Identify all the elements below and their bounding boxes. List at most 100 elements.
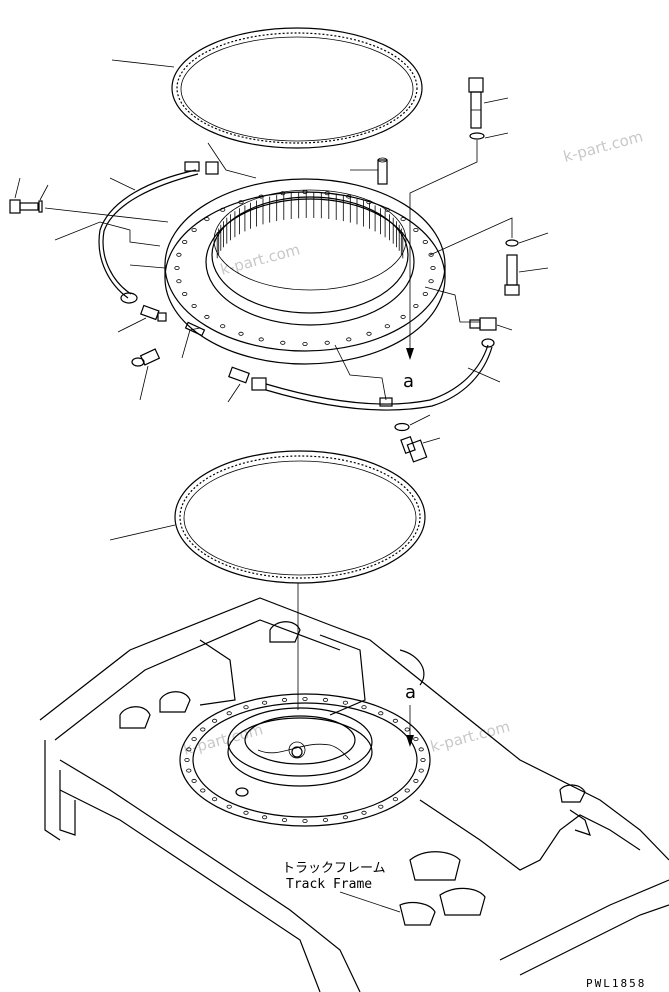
frame-bolt-hole xyxy=(418,768,424,773)
small-bolt xyxy=(9,199,43,214)
track-frame-label-jp: トラックフレーム xyxy=(282,861,386,876)
leader-line xyxy=(422,437,441,444)
bolt-hole xyxy=(280,340,286,345)
frame-bolt-hole xyxy=(184,758,190,763)
frame-bolt-hole xyxy=(322,697,329,702)
bolt-hole xyxy=(174,265,180,270)
bolt-hole xyxy=(366,200,372,205)
bolt-hole xyxy=(384,324,390,329)
frame-bearing-mount xyxy=(179,693,431,827)
long-bolt xyxy=(468,77,484,129)
bolt-hole xyxy=(220,207,226,212)
bolt-hole xyxy=(422,239,428,244)
leader-line xyxy=(409,414,431,426)
track-frame xyxy=(39,597,669,992)
bolt-hole xyxy=(384,207,390,212)
leader-line xyxy=(111,59,175,68)
leader-line xyxy=(484,132,509,139)
frame-bolt-hole xyxy=(200,727,206,732)
bolt-hole xyxy=(422,291,428,296)
bolt-hole xyxy=(346,337,352,342)
bolt-hole xyxy=(346,194,352,199)
leader-line xyxy=(227,383,241,403)
frame-bolt-hole xyxy=(261,700,268,705)
bolt-hole xyxy=(238,331,244,336)
bolt-right xyxy=(504,254,520,296)
bolt-hole xyxy=(302,341,308,346)
bolt-hole xyxy=(324,191,330,196)
bolt-hole xyxy=(413,227,419,232)
arrow-head xyxy=(406,735,414,747)
leader-line xyxy=(339,891,401,913)
leader-line xyxy=(207,142,257,179)
frame-bolt-hole xyxy=(392,718,398,723)
frame-bolt-hole xyxy=(302,819,308,824)
leader-line xyxy=(424,286,480,323)
hose-fitting xyxy=(120,161,219,304)
grease-hose-lower-edge xyxy=(265,346,493,411)
leader-line xyxy=(518,232,549,244)
bolt-hole xyxy=(400,314,406,319)
leader-line xyxy=(109,177,136,191)
washer-lower xyxy=(394,422,410,432)
hose-end xyxy=(481,338,495,348)
leader-line xyxy=(39,184,49,201)
leader-line xyxy=(496,324,513,331)
leader-line xyxy=(518,267,549,273)
leader-line xyxy=(109,524,176,541)
bolt-holes xyxy=(174,189,436,346)
grease-fitting-2 xyxy=(131,348,161,367)
leader-line xyxy=(139,365,149,401)
frame-bolt-hole xyxy=(226,804,232,809)
bolt-hole xyxy=(413,303,419,308)
reference-mark-a-lower: a xyxy=(405,682,416,703)
frame-bolt-hole xyxy=(342,700,348,705)
frame-bolt-hole xyxy=(243,705,249,710)
bolt-hole xyxy=(182,291,188,296)
frame-bolt-hole xyxy=(413,778,419,783)
frame-bolt-hole xyxy=(361,810,367,815)
frame-bolt-hole xyxy=(281,818,288,823)
frame-bolt-hole xyxy=(243,810,249,815)
frame-bolt-hole xyxy=(342,815,348,820)
bolt-hole xyxy=(191,303,197,308)
leader-line xyxy=(467,367,501,383)
bolt-hole xyxy=(176,279,182,284)
leader-line xyxy=(429,217,513,256)
grease-hose-lower xyxy=(265,344,489,405)
frame-bolt-hole xyxy=(378,804,384,809)
frame-bolt-hole xyxy=(420,758,426,763)
leader-line xyxy=(44,207,169,223)
frame-bolt-hole xyxy=(413,737,419,742)
frame-bolt-hole xyxy=(361,705,367,710)
frame-bolt-hole xyxy=(392,797,398,802)
grease-fitting-1 xyxy=(140,304,167,322)
bolt-path-line xyxy=(409,140,478,355)
frame-bolt-hole xyxy=(378,711,384,716)
washer-right xyxy=(505,239,519,247)
frame-bolt-hole xyxy=(302,697,308,702)
dowel-pin xyxy=(377,157,388,185)
frame-bolt-hole xyxy=(226,711,232,716)
frame-bolt-hole xyxy=(191,737,197,742)
grease-hose-left xyxy=(98,169,197,299)
washer xyxy=(469,132,485,140)
leader-line xyxy=(117,317,147,333)
gear-teeth xyxy=(216,192,404,259)
bolt-hole xyxy=(366,331,372,336)
bolt-hole xyxy=(258,194,264,199)
frame-bolt-hole xyxy=(281,697,288,702)
bolt-lower xyxy=(400,435,428,463)
frame-bolt-hole xyxy=(186,768,192,773)
leader-line xyxy=(14,177,21,199)
clamp xyxy=(184,321,206,337)
bolt-hole xyxy=(204,314,210,319)
leader-line xyxy=(54,221,161,247)
bolt-hole xyxy=(324,340,330,345)
grease-hose-left-edge xyxy=(102,173,199,295)
frame-bolt-hole xyxy=(212,797,218,802)
hose-clamp xyxy=(379,397,393,407)
frame-bolt-hole xyxy=(404,788,410,793)
bolt-hole xyxy=(428,279,434,284)
drawing-code: PWL1858 xyxy=(586,977,646,990)
